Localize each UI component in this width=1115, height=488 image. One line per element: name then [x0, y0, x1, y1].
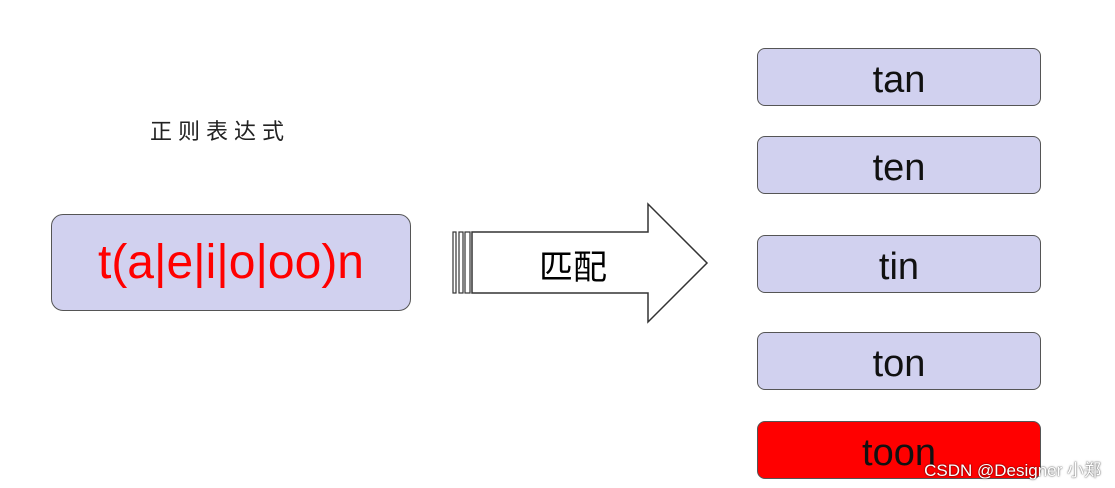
word-box-toon: toon	[757, 421, 1041, 479]
regex-box: t(a|e|i|o|oo)n	[51, 214, 411, 311]
word-text: ton	[872, 342, 926, 385]
word-text: ten	[872, 146, 926, 189]
word-text: toon	[862, 431, 936, 474]
word-box-ten: ten	[757, 136, 1041, 194]
regex-caption: 正则表达式	[150, 120, 291, 145]
word-text: tin	[878, 245, 920, 288]
csdn-watermark: CSDN @Designer 小郑	[924, 461, 1101, 480]
word-box-ton: ton	[757, 332, 1041, 390]
match-arrow	[452, 202, 709, 324]
word-text: tan	[872, 58, 926, 101]
arrow-label: 匹配	[539, 248, 607, 288]
arrow-body	[471, 202, 709, 324]
arrow-stripe-3	[464, 231, 471, 294]
arrow-stripe-2	[458, 231, 464, 294]
word-box-tan: tan	[757, 48, 1041, 106]
arrow-stripe-1	[452, 231, 457, 294]
regex-pattern: t(a|e|i|o|oo)n	[97, 236, 364, 289]
word-box-tin: tin	[757, 235, 1041, 293]
